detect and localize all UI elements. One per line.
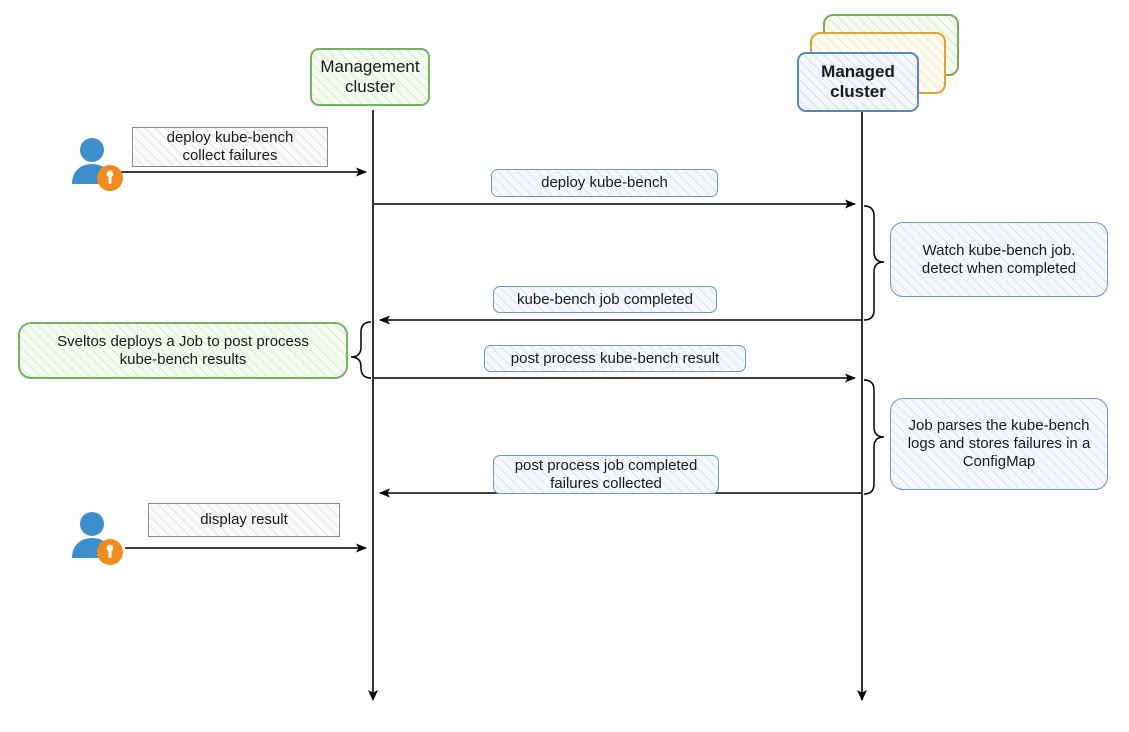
message-label-deploy-kube-bench-collect-failures: deploy kube-bench collect failures — [132, 127, 328, 167]
note-sveltos-deploys-job: Sveltos deploys a Job to post process ku… — [18, 322, 348, 379]
note-job-parses-logs: Job parses the kube-bench logs and store… — [890, 398, 1108, 490]
note-watch-kube-bench-job: Watch kube-bench job. detect when comple… — [890, 222, 1108, 297]
brace-job-parses-logs — [863, 379, 885, 495]
message-label-display-result: display result — [148, 503, 340, 537]
user-key-icon — [72, 512, 123, 565]
message-label-post-process-job-completed: post process job completed failures coll… — [493, 455, 719, 494]
message-label-post-process-kube-bench-result: post process kube-bench result — [484, 345, 746, 372]
message-label-deploy-kube-bench: deploy kube-bench — [491, 169, 718, 197]
brace-watch-kube-bench — [863, 205, 885, 321]
participant-managed-cluster[interactable]: Managed cluster — [797, 52, 919, 112]
participant-management-cluster[interactable]: Management cluster — [310, 48, 430, 106]
brace-sveltos-note — [350, 321, 372, 379]
message-label-kube-bench-job-completed: kube-bench job completed — [493, 286, 717, 313]
user-key-icon — [72, 138, 123, 191]
